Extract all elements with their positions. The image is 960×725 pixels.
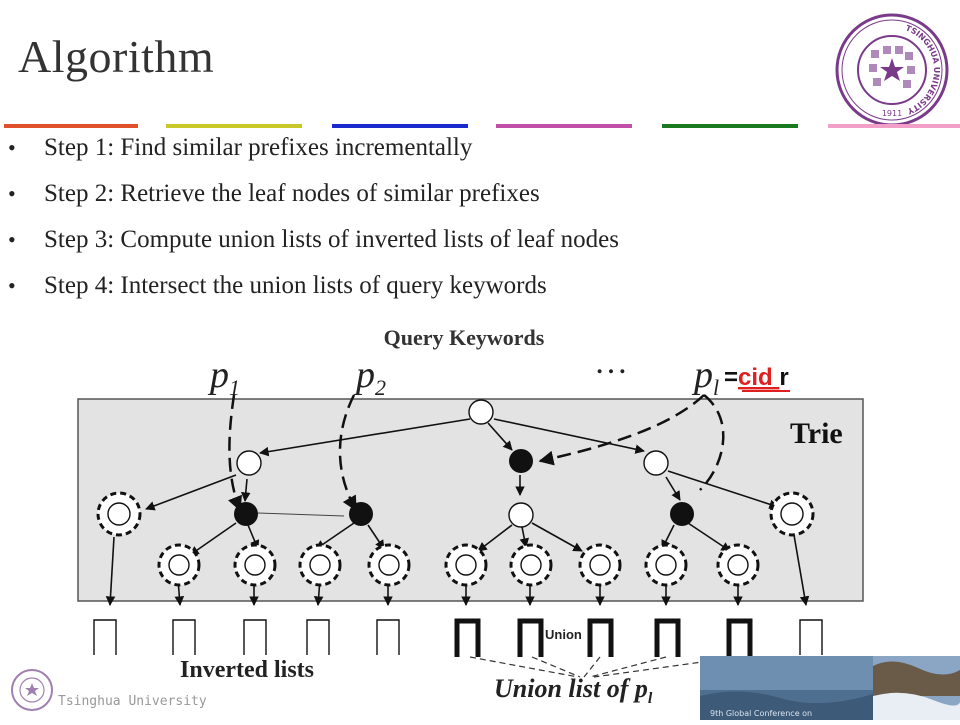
prefix-pointer [338,394,358,512]
photo-image: 9th Global Conference on [700,656,873,720]
leaf-node [644,543,688,587]
prefix-ellipsis: … [594,344,628,381]
inverted-list [243,619,267,655]
prefix-pointer [538,394,705,466]
footer-photo: 9th Global Conference on [700,656,873,720]
inverted-list [93,619,117,655]
photo-caption: 9th Global Conference on [710,709,812,718]
bullet-item: • Step 4: Intersect the union lists of q… [6,272,806,318]
bullet-list: • Step 1: Find similar prefixes incremen… [6,134,806,318]
trie-node-active [670,502,694,526]
inverted-list [376,619,400,655]
inverted-lists [93,619,823,655]
bullet-text: Step 1: Find similar prefixes incrementa… [44,134,473,161]
separator-bar-yellow [166,124,302,128]
leaf-node [769,491,815,537]
leaf-node [233,543,277,587]
bullet-text: Step 3: Compute union lists of inverted … [44,226,619,253]
leaf-node [509,543,553,587]
inverted-list [172,619,196,655]
trie-node [508,502,534,528]
bullet-marker: • [8,135,16,160]
footer-university: Tsinghua University [58,694,207,709]
inverted-list [306,619,330,655]
union-list-text: Union list of p [494,674,648,703]
trie-node [236,450,262,476]
bullet-marker: • [8,181,16,206]
annotation-red: cid [738,364,779,391]
trie-node [643,450,669,476]
union-list [517,618,544,657]
prefix-letter: p [353,354,375,396]
leaf-node [298,543,342,587]
prefix-subscript: 2 [375,375,386,400]
bullet-marker: • [8,273,16,298]
bullet-text: Step 2: Retrieve the leaf nodes of simil… [44,180,540,207]
logo-emblem [869,46,915,88]
coast-image [873,656,960,720]
trie-edges [105,418,810,606]
separator-bar-orange [4,124,138,128]
trie-diagram: Query Keywords p1 p2 … pl =cid r Trie [77,325,864,707]
trie-label: Trie [790,417,843,450]
tsinghua-logo: TSINGHUA UNIVERSITY 1911 [835,13,949,127]
trie-edge-thin [257,512,345,517]
leaf-node [716,543,760,587]
bullet-marker: • [8,227,16,252]
leaf-node [96,491,142,537]
prefix-annotation: =cid r [724,364,789,391]
footer-photo-coast [873,656,960,720]
separator-bar-blue [332,124,468,128]
bullet-text: Step 4: Intersect the union lists of que… [44,272,547,299]
inverted-lists-label: Inverted lists [180,657,314,683]
logo-year: 1911 [882,109,902,118]
union-label: Union [545,627,582,642]
query-keywords-heading: Query Keywords [384,325,545,350]
inverted-list [799,619,823,655]
root-node [468,399,494,425]
union-list [654,618,681,657]
leaf-nodes [96,491,815,587]
prefix-letter: p [691,354,713,396]
separator-bar-purple [496,124,632,128]
union-list-subscript: l [648,690,653,707]
union-lists [454,618,753,657]
annotation-suffix: r [779,364,788,391]
union-list [587,618,614,657]
prefix-subscript: l [713,375,719,400]
leaf-node [578,543,622,587]
trie-node-active [234,502,258,526]
leaf-node [444,543,488,587]
bullet-item: • Step 2: Retrieve the leaf nodes of sim… [6,180,806,226]
separator-bar-pink [828,124,960,128]
prefix-label-1: p1 [207,354,240,400]
separator-bar-green [662,124,798,128]
leaf-node [367,543,411,587]
bullet-item: • Step 1: Find similar prefixes incremen… [6,134,806,180]
footer-seal-icon [11,669,53,711]
prefix-pointer [228,394,242,512]
slide-title: Algorithm [18,31,215,82]
trie-node-active [509,449,533,473]
union-list-label: Union list of pl [494,674,653,707]
leaf-node [157,543,201,587]
bullet-item: • Step 3: Compute union lists of inverte… [6,226,806,272]
union-list [454,618,481,657]
annotation-prefix: = [724,364,738,391]
prefix-letter: p [207,354,229,396]
prefix-subscript: 1 [229,375,240,400]
trie-nodes [234,399,694,528]
union-list [726,618,753,657]
trie-node-active [349,502,373,526]
prefix-label-l: pl [691,354,719,400]
prefix-pointer [699,394,725,491]
prefix-label-2: p2 [353,354,386,400]
